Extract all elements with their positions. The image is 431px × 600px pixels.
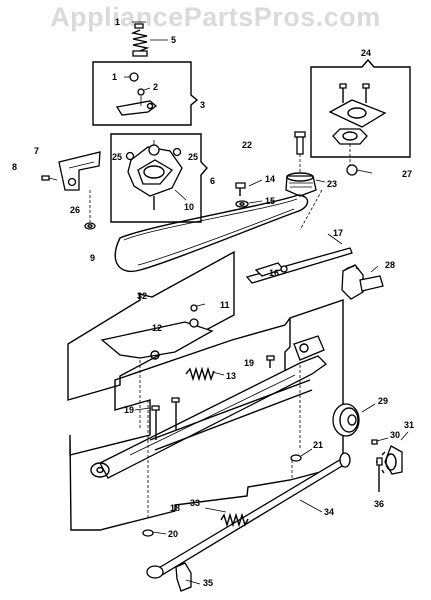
main-frame-box [69,299,344,531]
callout-30: 30 [390,430,401,440]
spring-13 [185,366,225,382]
callout-13: 13 [226,371,237,381]
callout-7: 7 [34,146,40,156]
screw-14 [235,179,263,208]
callout-21: 21 [313,440,324,450]
callout-36: 36 [374,499,385,509]
callout-12: 12 [152,323,163,333]
spring-part [130,21,168,57]
callout-17: 17 [333,228,344,238]
box-24 [310,58,411,176]
callout-18: 18 [170,503,181,513]
callout-10: 10 [184,202,195,212]
callout-11: 11 [220,300,230,310]
callout-6: 6 [210,176,216,186]
box-3 [92,61,199,126]
callout-24: 24 [361,48,372,58]
washer-21 [290,448,313,462]
callout-19-left: 19 [124,405,135,415]
callout-26: 26 [70,205,81,215]
callout-34: 34 [324,507,335,517]
callout-14: 14 [265,174,276,184]
callout-19-right: 19 [244,358,255,368]
pulley-29 [332,403,376,437]
callout-27: 27 [402,169,413,179]
knob-31 [371,431,409,492]
callout-1: 1 [112,72,118,82]
washer-20 [142,529,167,537]
callout-1-top: 1 [115,17,121,27]
callout-32: 32 [137,291,148,301]
callout-2: 2 [153,82,159,92]
callout-8: 8 [12,162,18,172]
lever-17 [245,233,353,284]
callout-5: 5 [171,35,177,45]
callout-9: 9 [90,253,96,263]
callout-23: 23 [327,179,338,189]
callout-31: 31 [404,420,415,430]
gear-28 [341,264,384,300]
callout-25-right: 25 [188,152,199,162]
callout-29: 29 [378,396,389,406]
pulley-23 [285,131,326,197]
callout-25-left: 25 [112,152,123,162]
box-32 [67,250,235,430]
callout-35: 35 [203,578,214,588]
belt-9 [114,189,323,272]
callout-28: 28 [385,260,396,270]
main-rod [90,335,328,520]
callout-22: 22 [242,140,253,150]
callout-16: 16 [269,268,280,278]
callout-15: 15 [265,196,276,206]
bracket-7 [41,151,101,230]
callout-20: 20 [168,529,179,539]
callout-3: 3 [200,100,206,110]
screws-19 [134,355,275,440]
shaft-34 [146,452,351,592]
box-6 [110,133,208,223]
callout-33: 33 [190,498,201,508]
